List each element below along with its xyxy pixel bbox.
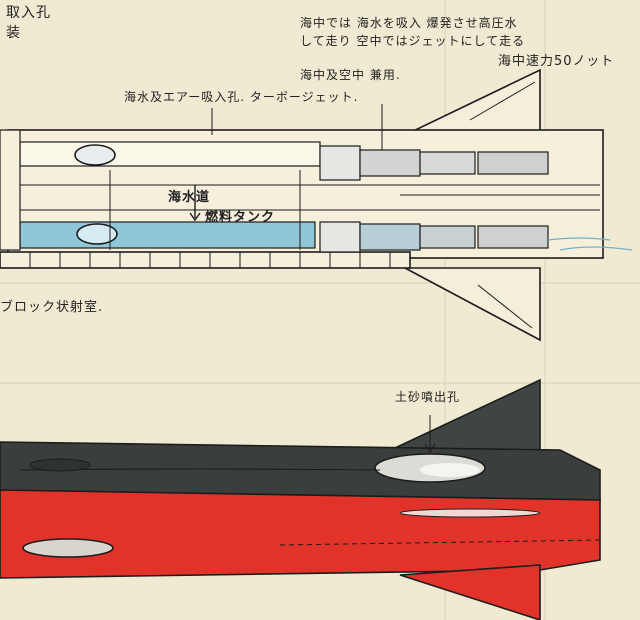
label-fuel-tank: 燃料タンク <box>205 210 276 225</box>
note-speed: 海中速力50ノット <box>498 54 615 69</box>
external-view <box>0 378 601 620</box>
hull-panel-lines <box>19 458 601 546</box>
lower-intake-port <box>76 223 118 245</box>
turbojet-upper <box>319 145 549 181</box>
label-sand-exhaust: 土砂噴出孔 <box>395 390 461 404</box>
label-seawater-path: 海水道 <box>168 190 211 205</box>
ventral-fin <box>399 564 541 620</box>
turbojet-lower <box>319 221 549 253</box>
keel-rail <box>0 251 411 269</box>
note-right-2: して走り 空中ではジェットにして走る <box>300 34 526 48</box>
note-intake-turbojet: 海水及エアー吸入孔. ターボージェット. <box>124 90 359 104</box>
note-right-1: 海中では 海水を吸入 爆発させ高圧水 <box>300 16 518 30</box>
note-dual-use: 海中及空中 兼用. <box>300 68 401 82</box>
upper-intake-port <box>74 144 116 166</box>
frame-lines <box>20 170 600 250</box>
label-block-chamber: ブロック状射室. <box>0 300 104 315</box>
red-side-intake <box>22 538 114 558</box>
keel-ribs <box>29 252 391 268</box>
cutaway-view <box>0 68 633 342</box>
top-left-note-2: 装 <box>6 25 21 41</box>
hull-red <box>0 489 601 579</box>
top-left-note-1: 取入孔 <box>6 5 51 21</box>
fuel-tank <box>19 221 316 249</box>
lower-fin <box>404 267 541 342</box>
